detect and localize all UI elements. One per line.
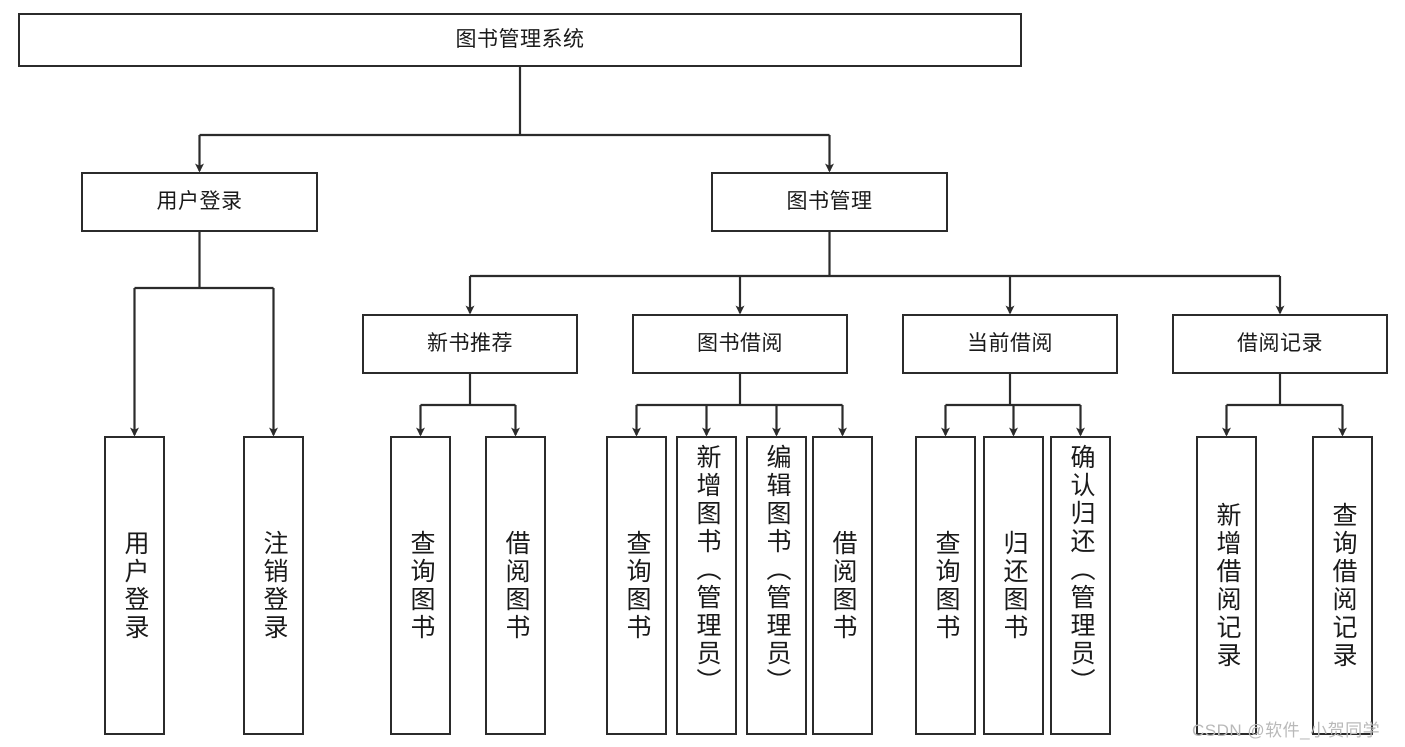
node-label: 查询借阅记录 — [1329, 501, 1357, 670]
node-book_borrow[interactable]: 图书借阅 — [632, 314, 848, 374]
node-leaf_rec_borrow[interactable]: 借阅图书 — [485, 436, 546, 735]
node-user_login[interactable]: 用户登录 — [81, 172, 318, 232]
node-label: 借阅图书 — [829, 529, 857, 642]
node-label: 图书管理 — [786, 189, 873, 213]
node-leaf_bb_edit[interactable]: 编辑图书（管理员） — [746, 436, 807, 735]
node-leaf_br_add[interactable]: 新增借阅记录 — [1196, 436, 1257, 735]
node-label: 借阅记录 — [1237, 331, 1323, 355]
node-root[interactable]: 图书管理系统 — [18, 13, 1022, 67]
node-borrow_record[interactable]: 借阅记录 — [1172, 314, 1388, 374]
node-label: 新书推荐 — [427, 331, 513, 355]
node-label: 确认归还（管理员） — [1067, 444, 1095, 696]
node-label: 借阅图书 — [502, 529, 530, 642]
node-label: 新增图书（管理员） — [693, 444, 721, 696]
node-leaf_bb_query[interactable]: 查询图书 — [606, 436, 667, 735]
node-label: 归还图书 — [1000, 529, 1028, 642]
node-leaf_user_login[interactable]: 用户登录 — [104, 436, 165, 735]
node-label: 编辑图书（管理员） — [763, 444, 791, 696]
node-leaf_br_query[interactable]: 查询借阅记录 — [1312, 436, 1373, 735]
node-book_manage[interactable]: 图书管理 — [711, 172, 948, 232]
node-leaf_rec_query[interactable]: 查询图书 — [390, 436, 451, 735]
node-new_book_rec[interactable]: 新书推荐 — [362, 314, 578, 374]
node-label: 用户登录 — [121, 529, 149, 642]
node-label: 图书管理系统 — [455, 27, 585, 51]
node-leaf_user_logout[interactable]: 注销登录 — [243, 436, 304, 735]
node-leaf_bb_add[interactable]: 新增图书（管理员） — [676, 436, 737, 735]
node-leaf_cb_return[interactable]: 归还图书 — [983, 436, 1044, 735]
edge-group — [130, 67, 1347, 437]
node-label: 新增借阅记录 — [1213, 501, 1241, 670]
node-label: 用户登录 — [156, 189, 243, 213]
node-leaf_bb_borrow[interactable]: 借阅图书 — [812, 436, 873, 735]
node-label: 图书借阅 — [697, 331, 783, 355]
node-label: 查询图书 — [932, 529, 960, 642]
node-label: 注销登录 — [260, 529, 288, 642]
node-label: 查询图书 — [623, 529, 651, 642]
node-current_borrow[interactable]: 当前借阅 — [902, 314, 1118, 374]
node-label: 当前借阅 — [967, 331, 1053, 355]
node-leaf_cb_confirm[interactable]: 确认归还（管理员） — [1050, 436, 1111, 735]
node-leaf_cb_query[interactable]: 查询图书 — [915, 436, 976, 735]
node-label: 查询图书 — [407, 529, 435, 642]
